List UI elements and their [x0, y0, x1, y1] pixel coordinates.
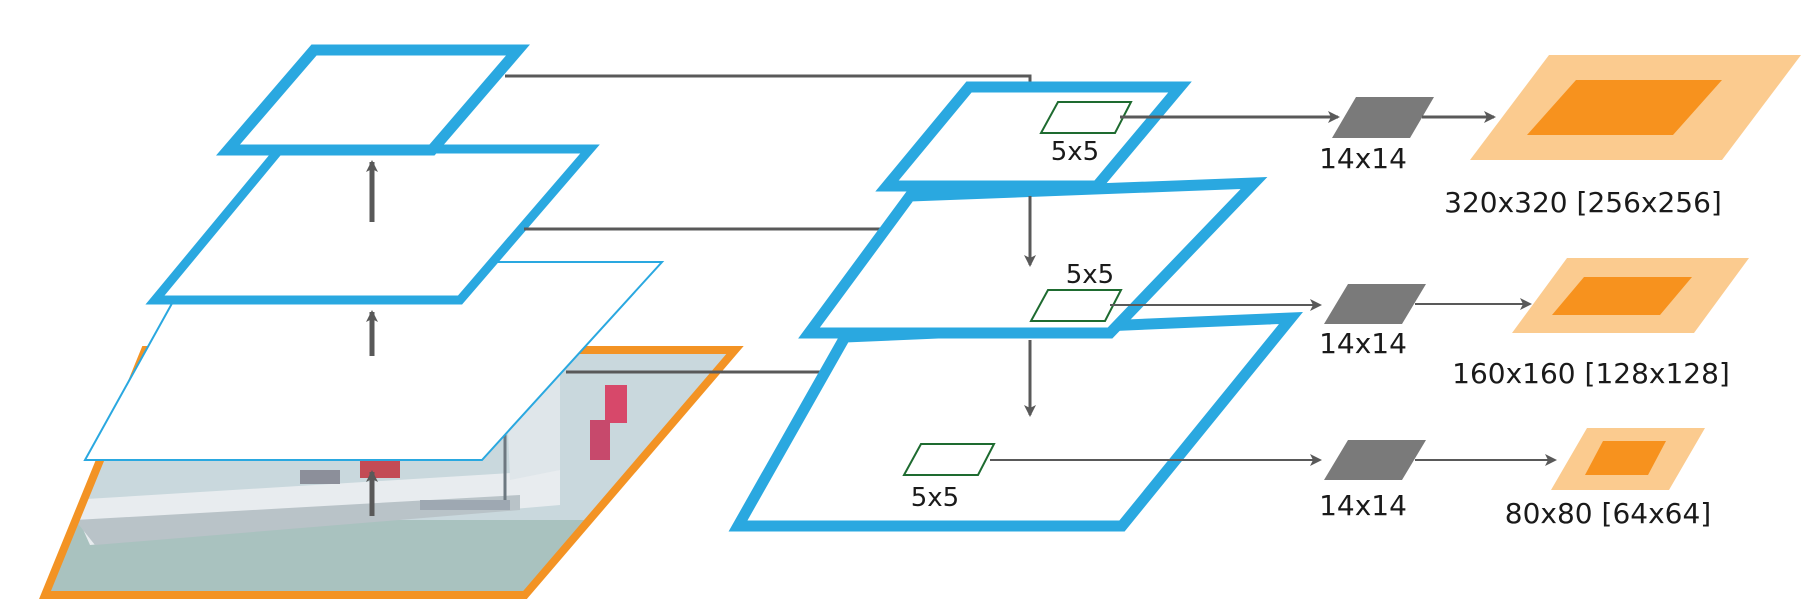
feature-14x14-bottom [1324, 440, 1426, 480]
backbone-level-1 [83, 261, 665, 461]
window-5x5-bottom [902, 443, 996, 476]
window-label-middle: 5x5 [1066, 260, 1114, 290]
feature-14x14-middle [1324, 284, 1426, 324]
output-label-bottom: 80x80 [64x64] [1505, 497, 1711, 530]
mask-inner-256 [1527, 80, 1722, 135]
window-label-bottom: 5x5 [911, 483, 959, 513]
output-label-top: 320x320 [256x256] [1444, 186, 1722, 219]
feature-pyramid-level-bottom [728, 311, 1303, 532]
feature-pyramid-level-top [875, 81, 1192, 192]
window-5x5-top [1039, 101, 1133, 134]
output-label-middle: 160x160 [128x128] [1452, 357, 1730, 390]
feature-label-bottom: 14x14 [1319, 489, 1407, 522]
feature-label-middle: 14x14 [1319, 327, 1407, 360]
backbone-level-3 [216, 44, 530, 156]
mask-inner-128 [1552, 277, 1692, 315]
window-5x5-middle [1029, 289, 1123, 322]
feature-label-top: 14x14 [1319, 142, 1407, 175]
mask-inner-64 [1585, 441, 1666, 475]
feature-14x14-top [1332, 97, 1434, 138]
backbone-level-2 [145, 144, 600, 305]
window-label-top: 5x5 [1051, 137, 1099, 167]
